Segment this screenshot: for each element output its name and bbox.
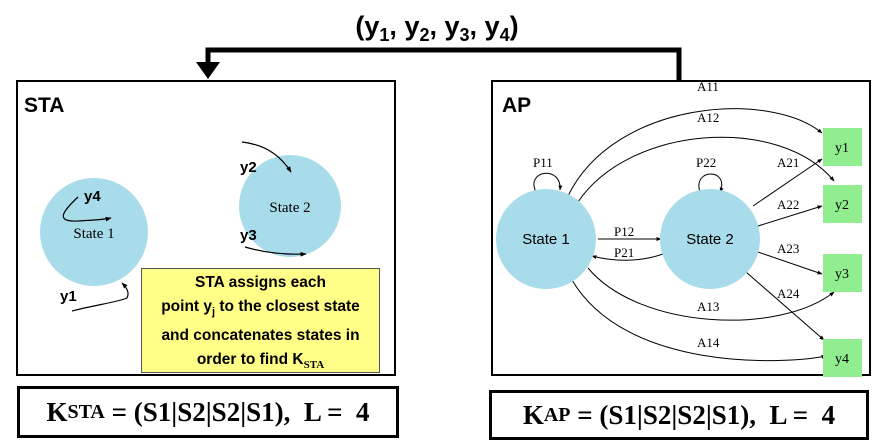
label-a24: A24	[777, 286, 800, 301]
label-a23: A23	[777, 241, 799, 256]
edge-p21	[591, 253, 664, 261]
label-a14: A14	[697, 335, 720, 350]
ap-output-y2: y2	[823, 185, 862, 223]
ap-title: AP	[502, 94, 531, 117]
sta-note-line4: order to find KSTA	[196, 351, 325, 372]
sta-y3-trajectory	[244, 246, 307, 257]
sta-state2-label: State 2	[269, 200, 310, 216]
sta-state1-label: State 1	[73, 226, 114, 242]
svg-text:y3: y3	[835, 267, 849, 282]
edge-a14	[571, 279, 827, 362]
sta-state1-circle	[40, 178, 148, 286]
label-p12: P12	[614, 224, 634, 239]
ap-output-y4: y4	[823, 339, 862, 377]
edge-a24	[745, 271, 825, 341]
ap-output-y1: y1	[823, 128, 862, 166]
ap-state1-circle	[496, 189, 596, 289]
sta-note-line3: and concatenates states in	[161, 327, 360, 345]
sta-y1-trajectory	[71, 282, 129, 312]
sta-y4-trajectory	[62, 196, 112, 222]
svg-text:y4: y4	[835, 352, 849, 367]
edge-p22	[698, 173, 724, 193]
ap-state2-label: State 2	[686, 231, 734, 248]
edge-p11	[533, 172, 563, 193]
sta-note-line1: STA assigns each	[195, 274, 326, 291]
edge-a11	[567, 108, 823, 197]
edge-a12	[577, 136, 835, 203]
label-p21: P21	[614, 245, 634, 260]
ap-output-y3: y3	[823, 254, 862, 292]
ap-state2-circle	[660, 189, 760, 289]
label-a22: A22	[777, 197, 799, 212]
sta-y2-trajectory	[241, 141, 292, 173]
sta-y4-label: y4	[84, 188, 101, 205]
sta-title: STA	[24, 94, 64, 117]
edge-a22	[757, 205, 823, 227]
label-p22: P22	[696, 155, 716, 170]
ap-edge-labels: A11 A12 P11 P22 A21 A22 P12 P21 A23 A24 …	[533, 79, 800, 350]
ap-state1-label: State 1	[522, 231, 570, 248]
sta-state2-circle	[239, 155, 341, 257]
sta-y1-label: y1	[60, 288, 77, 305]
feedback-arrow	[196, 47, 682, 80]
label-a13: A13	[697, 299, 719, 314]
sta-y3-label: y3	[240, 227, 257, 244]
svg-text:y2: y2	[835, 198, 849, 213]
sta-note: STA assigns each point yj to the closest…	[141, 268, 380, 373]
edge-a21	[752, 158, 823, 207]
label-a11: A11	[697, 79, 719, 94]
svg-text:y1: y1	[835, 141, 849, 156]
ap-emission-edges	[567, 108, 835, 362]
tuple-label: (y1, y2, y3, y4)	[355, 11, 518, 45]
sta-note-line2: point yj to the closest state	[161, 298, 360, 319]
label-a21: A21	[777, 155, 799, 170]
label-p11: P11	[533, 155, 553, 170]
edge-a13	[587, 267, 835, 321]
edge-a23	[757, 251, 823, 275]
sta-y2-label: y2	[240, 159, 257, 176]
label-a12: A12	[697, 110, 719, 125]
ap-transition-edges	[533, 172, 724, 261]
